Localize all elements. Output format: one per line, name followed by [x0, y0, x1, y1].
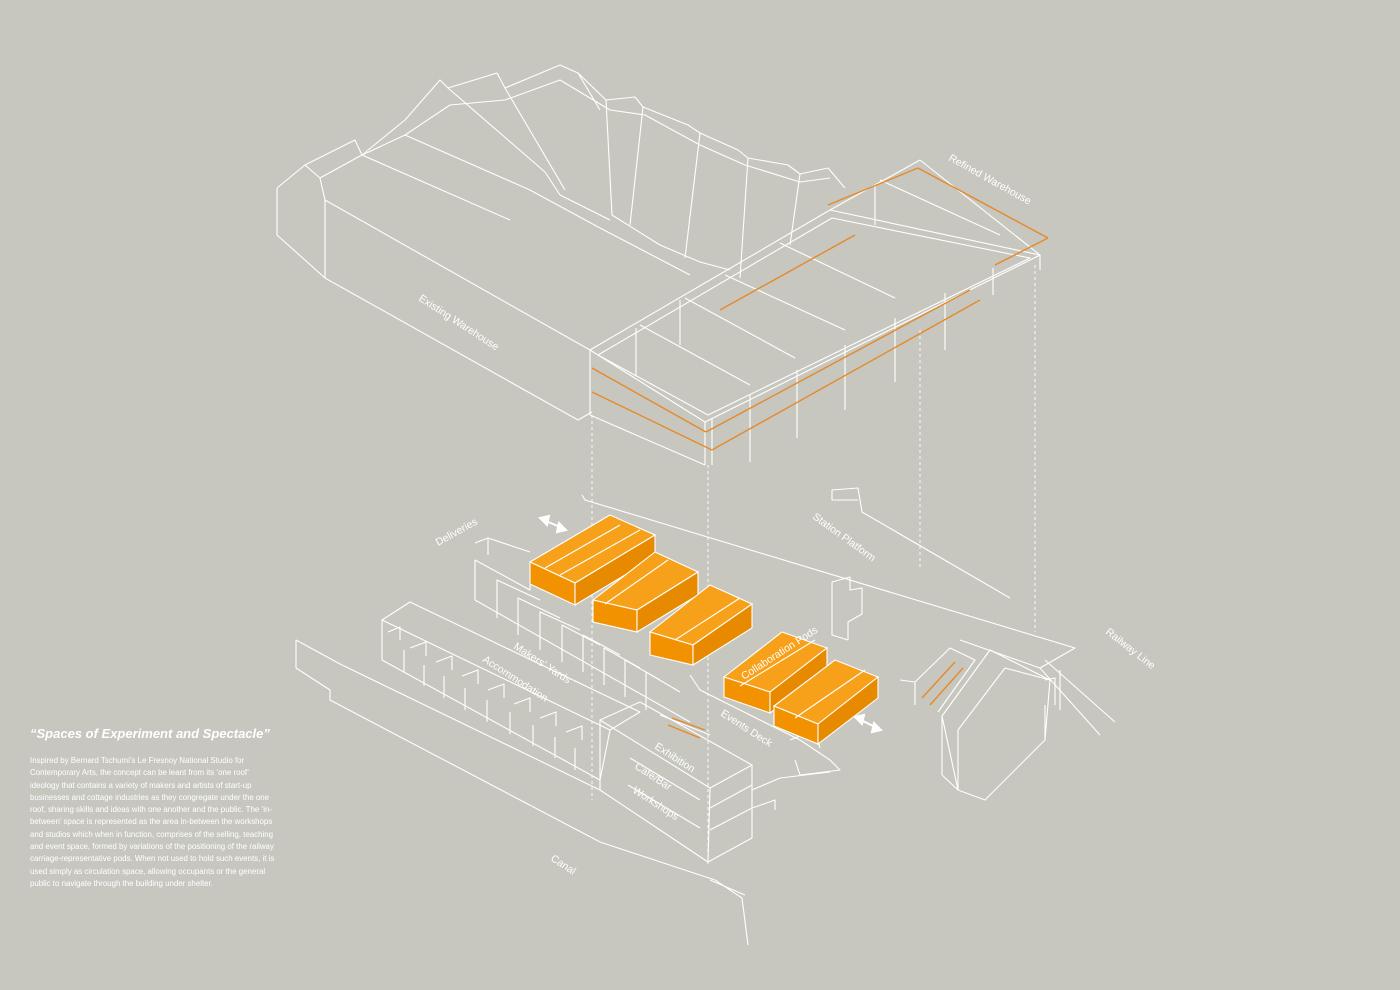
move-arrow-icon — [853, 713, 883, 734]
label-station-platform: Station Platform — [810, 511, 878, 565]
caption-body: Inspired by Bernard Tschumi’s Le Fresnoy… — [30, 756, 275, 888]
projection-lines — [591, 265, 1036, 865]
label-canal: Canal — [548, 852, 578, 877]
ground-plan — [295, 487, 1116, 946]
collaboration-pods — [528, 514, 880, 746]
caption-title: “Spaces of Experiment and Spectacle” — [30, 726, 270, 741]
label-exhibition: Exhibition — [652, 740, 697, 775]
existing-warehouse — [276, 64, 846, 421]
label-refined-warehouse: Refined Warehouse — [947, 152, 1034, 207]
label-workshops: Workshops — [630, 784, 680, 823]
label-deliveries: Deliveries — [434, 516, 480, 549]
caption-block: “Spaces of Experiment and Spectacle” Ins… — [30, 726, 276, 890]
pod-2 — [591, 551, 700, 633]
refined-warehouse — [589, 159, 1049, 466]
move-arrow-icon — [538, 514, 568, 534]
label-railway-line: Railway Line — [1103, 626, 1157, 672]
pod-4 — [722, 631, 829, 715]
label-existing-warehouse: Existing Warehouse — [416, 292, 501, 353]
pod-5 — [772, 659, 880, 746]
pod-3 — [648, 584, 754, 666]
labels: Existing Warehouse Refined Warehouse Del… — [416, 152, 1157, 877]
pod-1 — [528, 514, 657, 606]
